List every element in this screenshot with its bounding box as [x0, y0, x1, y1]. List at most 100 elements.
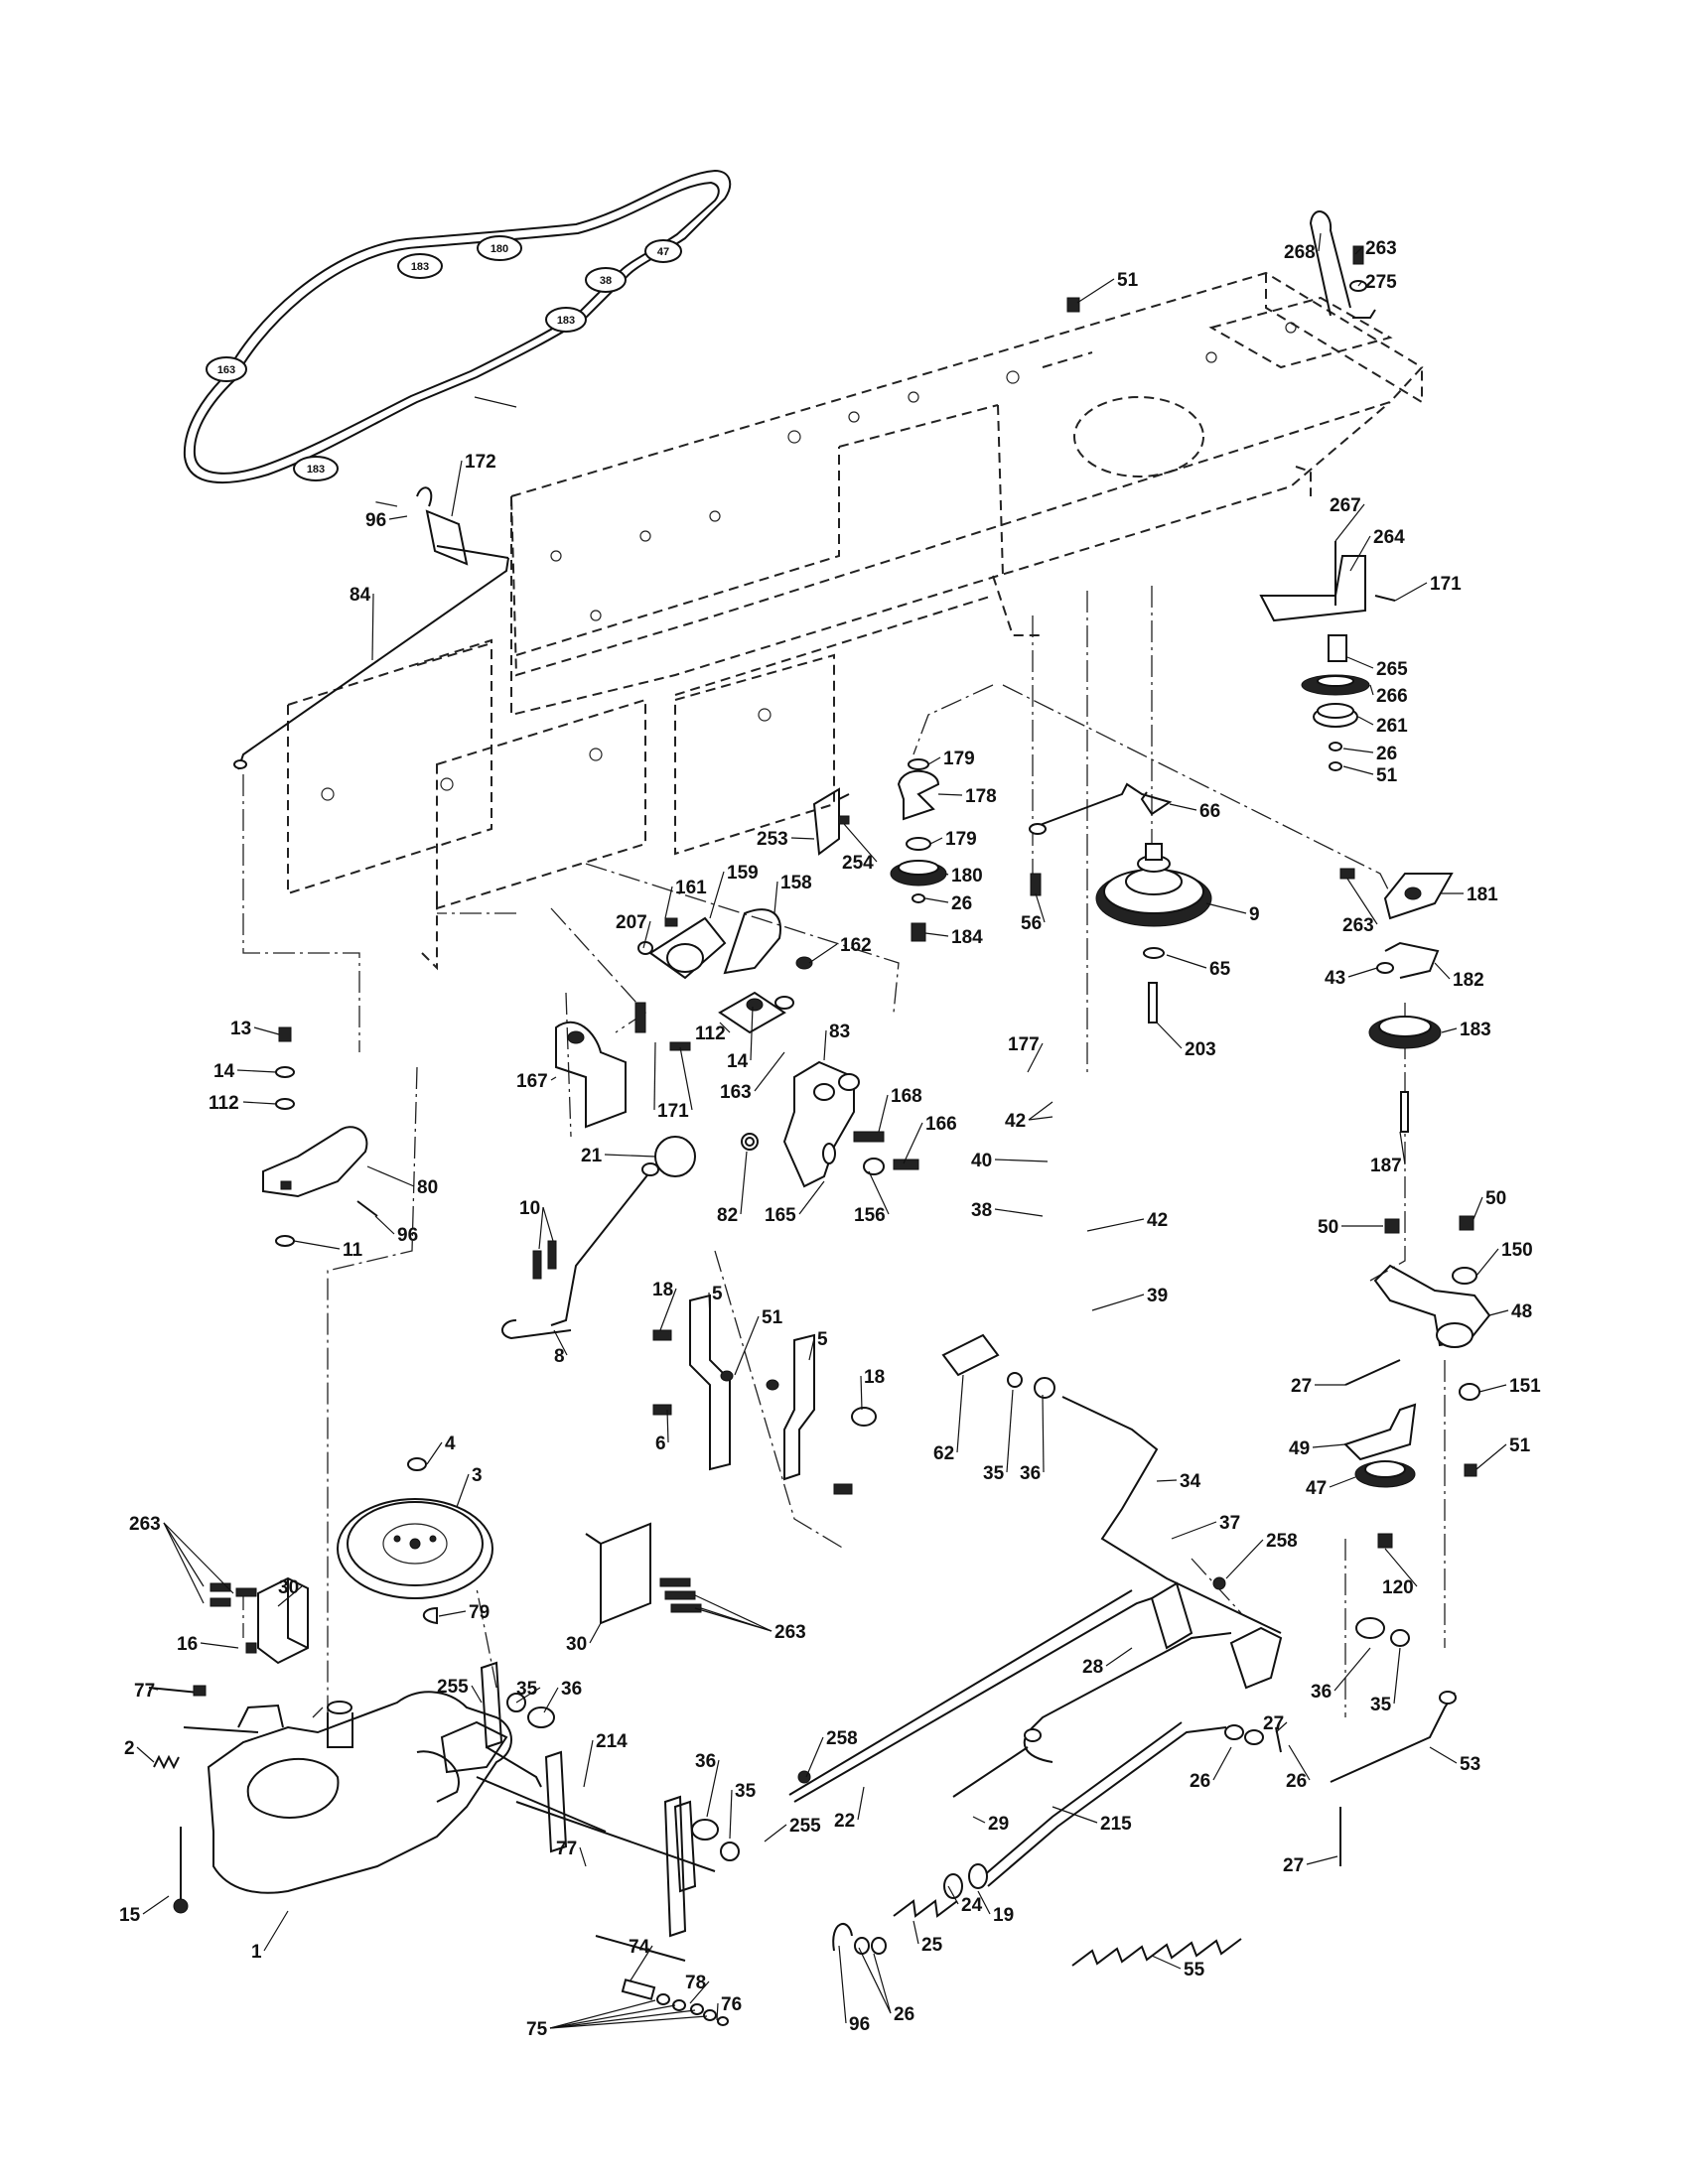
part-label-6: 6 [655, 1433, 666, 1454]
chassis-frame [287, 271, 1424, 971]
rod-215 [982, 1721, 1282, 1887]
part-label-14: 14 [213, 1061, 235, 1082]
part-label-42: 42 [1147, 1210, 1168, 1231]
part-label-36: 36 [1311, 1682, 1332, 1703]
leader-line [642, 920, 651, 949]
spring-2 [153, 1754, 180, 1770]
leader-line [972, 1816, 986, 1824]
leader-line [1156, 1479, 1178, 1482]
leader-line [956, 1374, 964, 1453]
leader-line [903, 1122, 923, 1164]
bracket-264-assembly [1259, 541, 1396, 771]
rod-84 [233, 486, 509, 770]
part-label-18: 18 [652, 1280, 673, 1300]
leader-line [277, 1585, 303, 1607]
leader-line [1475, 1248, 1499, 1277]
leader-line [912, 1920, 919, 1945]
part-label-62: 62 [933, 1443, 954, 1464]
part-label-43: 43 [1325, 968, 1345, 989]
leader-line [163, 1522, 234, 1594]
leader-line [857, 1786, 865, 1821]
leader-line [1369, 684, 1374, 696]
part-label-179: 179 [945, 829, 977, 850]
leader-line [293, 1240, 341, 1250]
shaft-214-assembly [480, 1661, 740, 1962]
leader-line [1346, 878, 1378, 925]
svg-text:163: 163 [217, 364, 235, 376]
leader-line [1105, 1647, 1133, 1667]
part-label-156: 156 [854, 1205, 886, 1226]
leader-line [163, 1522, 205, 1604]
leader-line [1347, 967, 1378, 978]
part-label-11: 11 [343, 1240, 363, 1261]
leader-line [1333, 1647, 1371, 1692]
leader-line [679, 1046, 693, 1111]
leader-line [1091, 1294, 1145, 1311]
part-label-96: 96 [397, 1225, 418, 1246]
part-label-267: 267 [1330, 495, 1361, 516]
part-label-39: 39 [1147, 1286, 1168, 1306]
leader-line [1212, 1746, 1232, 1781]
part-label-183: 183 [1460, 1020, 1491, 1040]
leader-line [798, 1180, 825, 1215]
part-label-207: 207 [616, 912, 647, 933]
leader-line [1475, 1443, 1507, 1470]
part-label-263: 263 [774, 1622, 806, 1643]
leader-line [589, 1622, 602, 1644]
rod-53 [1330, 1617, 1457, 1866]
leader-line [1399, 1131, 1406, 1165]
part-label-167: 167 [516, 1071, 548, 1092]
part-label-47: 47 [1306, 1478, 1327, 1499]
knob-21 [654, 1136, 696, 1177]
spring-25-assembly [832, 1863, 988, 1955]
part-label-178: 178 [965, 786, 997, 807]
leader-line [438, 1610, 467, 1617]
bracket-30-center [585, 1522, 702, 1625]
part-label-35: 35 [1370, 1695, 1392, 1715]
leader-line [200, 1642, 239, 1649]
part-label-150: 150 [1501, 1240, 1533, 1261]
part-268-assembly [1309, 210, 1376, 319]
part-label-5: 5 [712, 1284, 723, 1304]
leader-line [371, 593, 374, 661]
part-label-214: 214 [596, 1731, 628, 1752]
rod-22 [788, 1589, 1153, 1803]
leader-line [927, 756, 941, 765]
leader-line [136, 1746, 155, 1763]
part-label-75: 75 [526, 2019, 548, 2040]
part-label-27: 27 [1283, 1855, 1304, 1876]
leader-line [994, 1159, 1049, 1162]
part-label-26: 26 [1190, 1771, 1210, 1792]
leader-line [549, 1999, 656, 2029]
leader-line [666, 1409, 669, 1443]
leader-line [1384, 1548, 1418, 1587]
part-label-9: 9 [1249, 904, 1260, 925]
leader-line [1028, 1116, 1053, 1121]
leader-line [1086, 1218, 1145, 1232]
leader-line [1156, 1022, 1183, 1049]
leader-line [583, 1739, 594, 1788]
leader-line [242, 1101, 277, 1105]
leader-line [873, 1953, 892, 2014]
part-label-254: 254 [842, 853, 874, 874]
leader-line [630, 1945, 653, 1981]
part-label-76: 76 [721, 1994, 742, 2015]
leader-line [700, 1607, 772, 1632]
part-label-29: 29 [988, 1814, 1009, 1835]
spring-82 [741, 1133, 759, 1151]
part-label-37: 37 [1219, 1513, 1240, 1534]
leader-line [1342, 765, 1374, 775]
part-label-255: 255 [789, 1816, 821, 1837]
leader-line [1006, 1389, 1014, 1473]
part-label-51: 51 [1376, 765, 1398, 786]
part-label-26: 26 [1286, 1771, 1307, 1792]
part-label-2: 2 [124, 1738, 135, 1759]
belt-pulley: 183 [397, 253, 443, 279]
part-label-184: 184 [951, 927, 983, 948]
part-label-263: 263 [129, 1514, 161, 1535]
lever-8 [501, 1162, 659, 1340]
part-label-22: 22 [834, 1811, 855, 1832]
part-label-50: 50 [1485, 1188, 1506, 1209]
part-label-80: 80 [417, 1177, 438, 1198]
leader-line [471, 1685, 483, 1704]
